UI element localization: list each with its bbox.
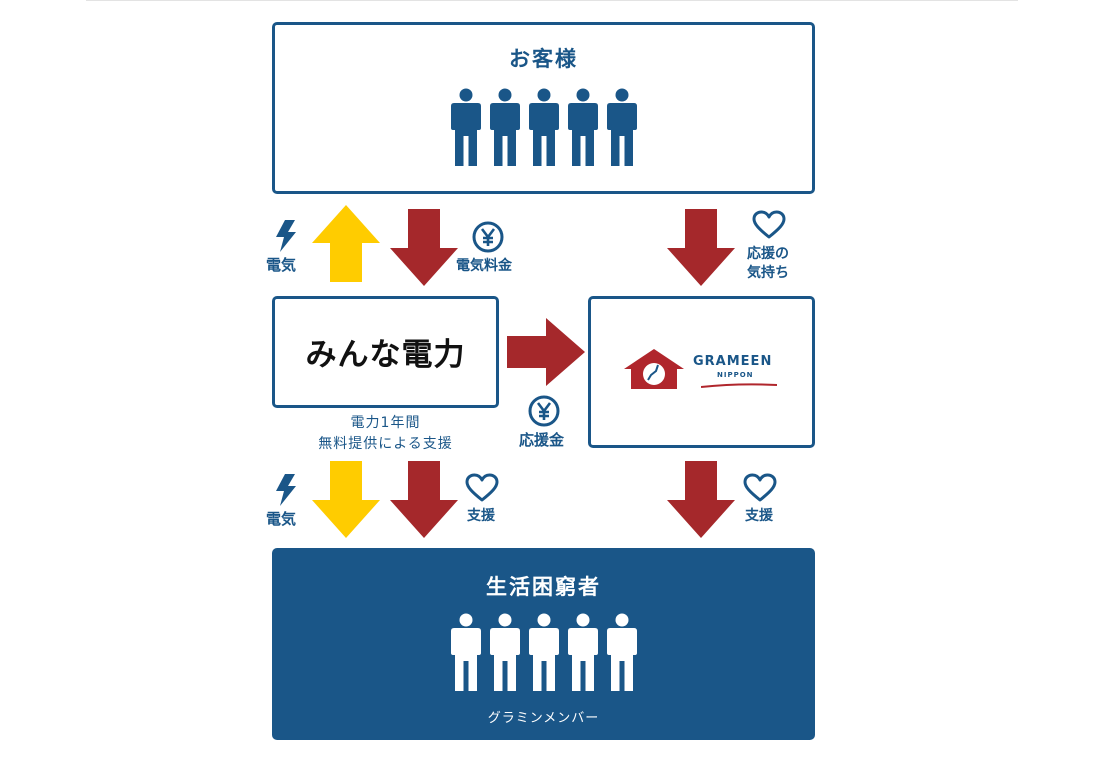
free-electricity-label-1: 電力1年間 (350, 415, 421, 431)
person-icon (528, 88, 560, 166)
electricity-up-arrow (312, 205, 380, 282)
person-icon (606, 613, 638, 691)
person-icon (567, 613, 599, 691)
beneficiaries-box: 生活困窮者 グラミンメンバー (272, 548, 815, 740)
customers-people (275, 88, 812, 166)
yen-icon (528, 395, 560, 427)
feeling-down-arrow (667, 209, 735, 286)
minna-denryoku-logo: みんな電力 (305, 337, 466, 373)
person-icon (567, 88, 599, 166)
electricity-down-arrow (312, 461, 380, 538)
lightning-icon (274, 474, 298, 506)
electricity-up-label: 電気 (266, 256, 297, 274)
person-icon (606, 88, 638, 166)
support-right-label: 支援 (745, 508, 773, 524)
customers-title: お客様 (509, 47, 578, 71)
beneficiaries-subtitle: グラミンメンバー (487, 711, 600, 726)
lightning-icon (274, 220, 298, 252)
support-money-label: 応援金 (519, 431, 565, 449)
support-feeling-label-2: 気持ち (747, 265, 789, 281)
free-electricity-label-2: 無料提供による支援 (318, 436, 453, 452)
fee-down-arrow (390, 209, 458, 286)
grameen-logo-main: GRAMEEN (693, 354, 773, 369)
support-money-right-arrow (507, 318, 585, 386)
electricity-fee-label: 電気料金 (456, 258, 512, 274)
person-icon (489, 613, 521, 691)
heart-icon (752, 210, 786, 240)
person-icon (528, 613, 560, 691)
grameen-logo-sub: NIPPON (717, 371, 754, 379)
top-divider (86, 0, 1018, 1)
person-icon (450, 88, 482, 166)
grameen-nippon-box: GRAMEEN NIPPON (588, 296, 815, 448)
person-icon (489, 88, 521, 166)
grameen-logo-stroke (701, 383, 777, 388)
person-icon (450, 613, 482, 691)
customers-box: お客様 (272, 22, 815, 194)
support-left-label: 支援 (467, 508, 495, 524)
heart-icon (743, 473, 777, 503)
support-down-arrow-left (390, 461, 458, 538)
minna-denryoku-box: みんな電力 (272, 296, 499, 408)
electricity-down-label: 電気 (266, 510, 297, 528)
support-down-arrow-right (667, 461, 735, 538)
beneficiaries-title: 生活困窮者 (486, 575, 601, 599)
heart-icon (465, 473, 499, 503)
support-feeling-label-1: 応援の (747, 246, 789, 262)
house-logo-icon (624, 349, 684, 389)
beneficiaries-people (275, 613, 812, 691)
yen-icon (472, 221, 504, 253)
